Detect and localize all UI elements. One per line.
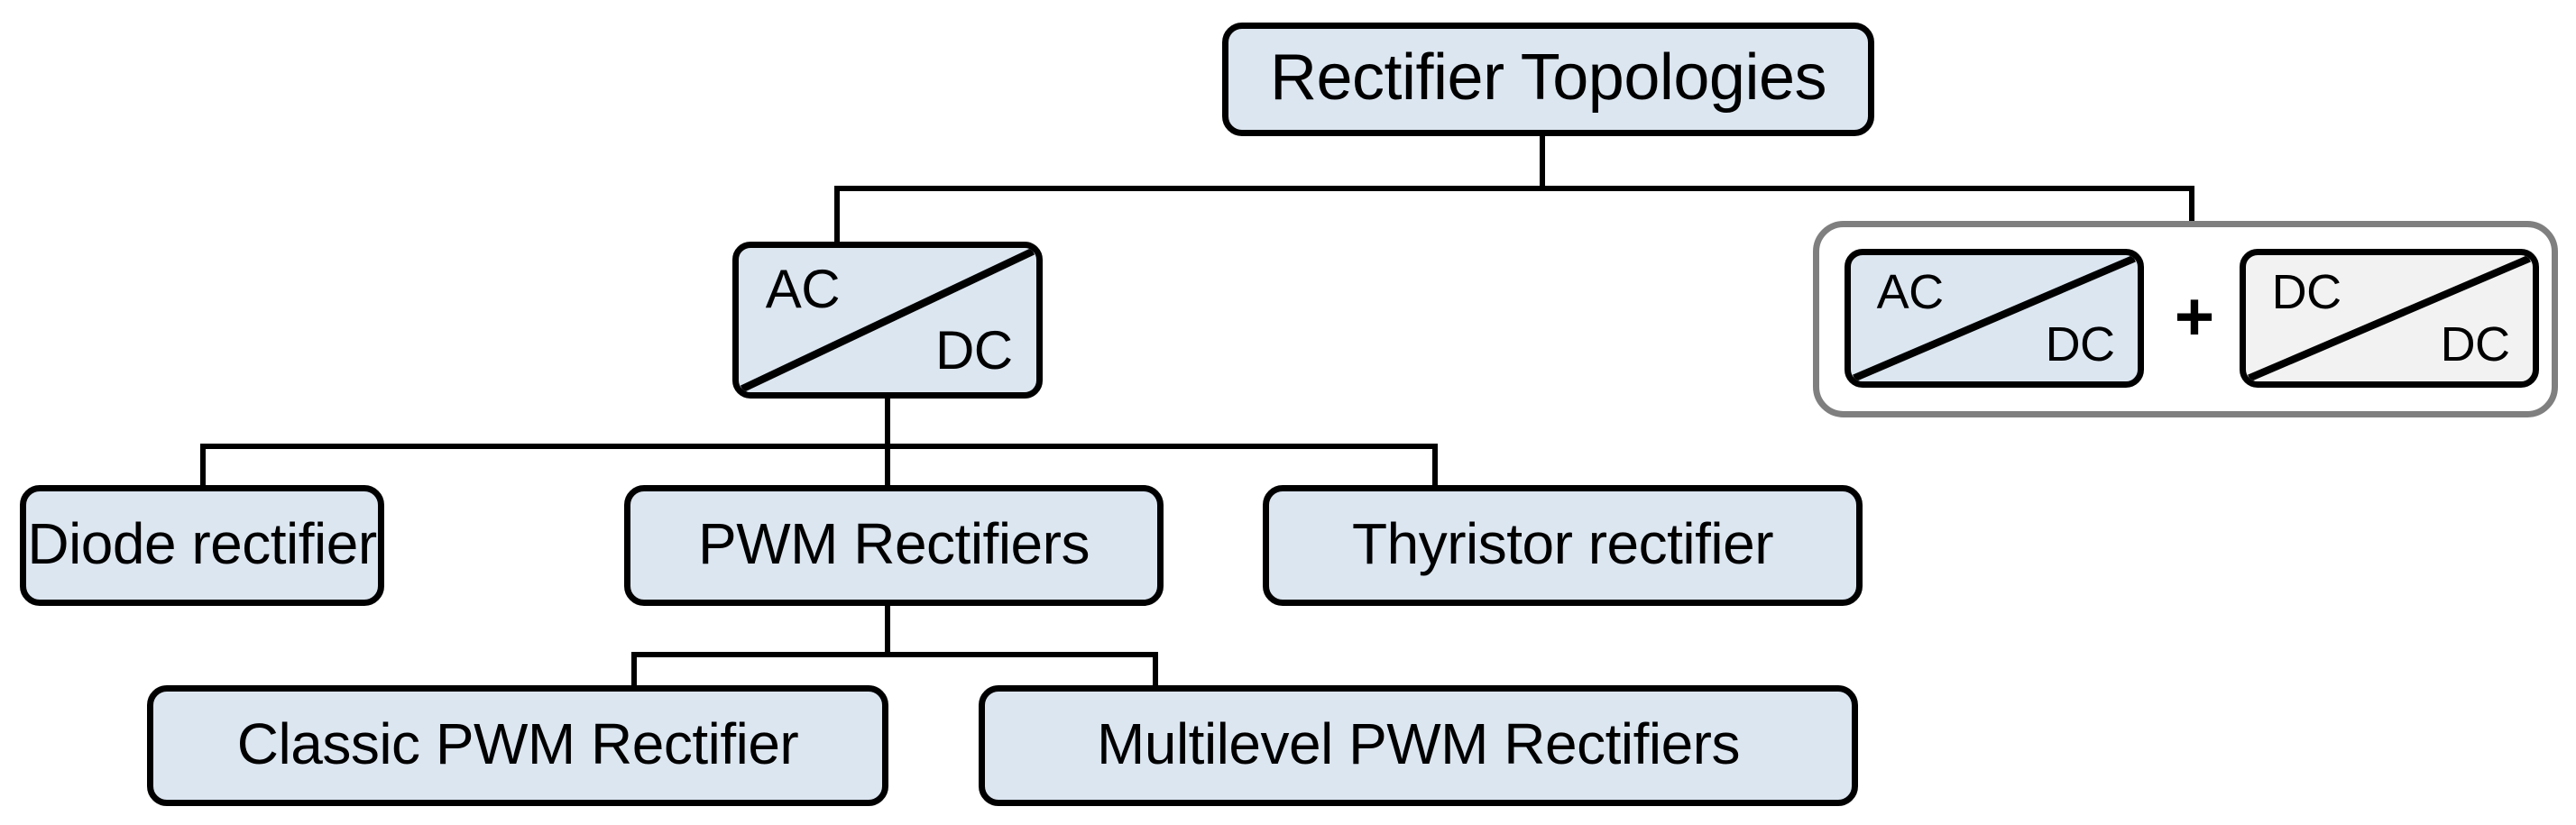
connector-to-classic-pwm-rectifier bbox=[631, 652, 637, 692]
node-classic-pwm-rectifier[interactable]: Classic PWM Rectifier bbox=[147, 685, 888, 806]
connector-to-cascade-group bbox=[2189, 186, 2194, 224]
node-label: Classic PWM Rectifier bbox=[236, 711, 799, 776]
node-rectifier-topologies[interactable]: Rectifier Topologies bbox=[1222, 23, 1874, 136]
cascade-plus-operator: + bbox=[2174, 279, 2215, 355]
connector-level3-bus bbox=[200, 444, 1438, 449]
converter-input-label: AC bbox=[765, 259, 841, 319]
connector-to-multilevel-pwm-rectifiers bbox=[1153, 652, 1158, 692]
node-label: Multilevel PWM Rectifiers bbox=[1097, 711, 1740, 776]
ac-dc-converter-symbol[interactable]: AC DC bbox=[732, 242, 1043, 399]
connector-level4-bus bbox=[631, 652, 1158, 657]
connector-to-thyristor-rectifier bbox=[1432, 444, 1438, 487]
node-multilevel-pwm-rectifiers[interactable]: Multilevel PWM Rectifiers bbox=[979, 685, 1858, 806]
node-label: Rectifier Topologies bbox=[1269, 41, 1827, 114]
node-diode-rectifier[interactable]: Diode rectifier bbox=[20, 485, 384, 606]
cascade-stage2-dc-dc-symbol[interactable]: DC DC bbox=[2240, 249, 2539, 388]
stage2-output-label: DC bbox=[2440, 317, 2511, 371]
node-pwm-rectifiers[interactable]: PWM Rectifiers bbox=[624, 485, 1164, 606]
connector-to-diode-rectifier bbox=[200, 444, 206, 487]
connector-pwm-stem bbox=[885, 605, 890, 655]
node-label: Thyristor rectifier bbox=[1352, 511, 1774, 576]
connector-to-pwm-rectifiers bbox=[885, 444, 890, 487]
node-thyristor-rectifier[interactable]: Thyristor rectifier bbox=[1263, 485, 1863, 606]
connector-ac-dc-stem bbox=[885, 398, 890, 447]
node-label: Diode rectifier bbox=[27, 511, 377, 576]
connector-root-stem bbox=[1540, 136, 1545, 190]
converter-output-label: DC bbox=[934, 320, 1013, 380]
node-label: PWM Rectifiers bbox=[698, 511, 1090, 576]
cascade-group-container[interactable]: AC DC + DC DC bbox=[1813, 221, 2558, 417]
cascade-stage1-ac-dc-symbol[interactable]: AC DC bbox=[1845, 249, 2144, 388]
stage2-input-label: DC bbox=[2271, 265, 2342, 319]
connector-level2-bus bbox=[834, 186, 2194, 191]
connector-to-ac-dc bbox=[834, 186, 840, 245]
stage1-output-label: DC bbox=[2045, 317, 2116, 371]
stage1-input-label: AC bbox=[1876, 265, 1945, 319]
